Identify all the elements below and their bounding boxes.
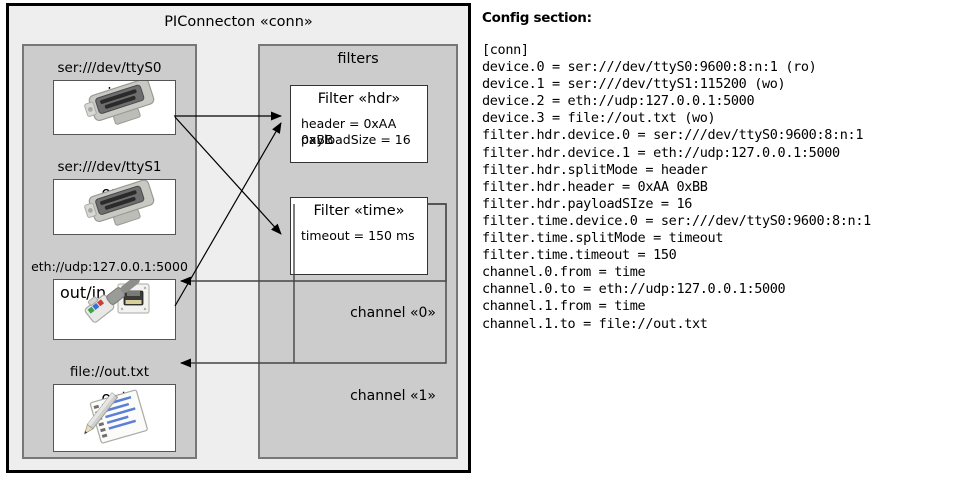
- config-line: [conn]: [482, 42, 529, 58]
- device-label-ttyS0: ser:///dev/ttyS0: [57, 60, 162, 76]
- config-line: device.0 = ser:///dev/ttyS0:9600:8:n:1 (…: [482, 59, 817, 76]
- config-line: channel.0.to = eth://udp:127.0.0.1:5000: [482, 281, 786, 298]
- filter-box-hdr[interactable]: Filter «hdr» header = 0xAA 0xBB payloadS…: [290, 85, 428, 163]
- devices-panel: ser:///dev/ttyS0 in ser:///dev/ttyS1: [22, 44, 197, 459]
- config-line: filter.time.splitMode = timeout: [482, 230, 724, 247]
- filter-time-title: Filter «time»: [313, 203, 405, 219]
- channel-label-0: channel «0»: [350, 305, 436, 321]
- config-lines-container: [conn]device.0 = ser:///dev/ttyS0:9600:8…: [482, 42, 960, 333]
- config-line: filter.hdr.device.1 = eth://udp:127.0.0.…: [482, 144, 840, 161]
- device-label-ttyS1: ser:///dev/ttyS1: [57, 159, 162, 175]
- device-box-file[interactable]: out: [53, 384, 176, 452]
- ethernet-rj45-icon: [84, 280, 150, 323]
- config-line: filter.time.timeout = 150: [482, 247, 677, 264]
- config-line: filter.hdr.device.0 = ser:///dev/ttyS0:9…: [482, 127, 864, 144]
- page-title: PIConnecton «conn»: [164, 14, 313, 30]
- config-section: Config section: [conn]device.0 = ser:///…: [482, 6, 960, 333]
- connector-outer-frame: PIConnecton «conn» ser:///dev/ttyS0 in: [6, 3, 471, 473]
- filter-hdr-prop-payloadsize: payloadSize = 16: [301, 132, 411, 147]
- config-line: channel.1.from = time: [482, 298, 646, 315]
- config-line: filter.hdr.header = 0xAA 0xBB: [482, 178, 708, 195]
- text-file-pencil-icon: [83, 389, 148, 444]
- filter-box-time[interactable]: Filter «time» timeout = 150 ms: [290, 197, 428, 275]
- device-label-file: file://out.txt: [69, 364, 150, 380]
- config-line: filter.time.device.0 = ser:///dev/ttyS0:…: [482, 212, 871, 229]
- filter-time-prop-timeout: timeout = 150 ms: [301, 228, 415, 243]
- config-line: filter.hdr.splitMode = header: [482, 161, 708, 178]
- config-line: device.1 = ser:///dev/ttyS1:115200 (wo): [482, 76, 786, 93]
- filters-panel: filters Filter «hdr» header = 0xAA 0xBB …: [258, 44, 458, 459]
- device-box-eth[interactable]: out/in: [53, 279, 176, 340]
- config-line: channel.0.from = time: [482, 264, 646, 281]
- device-box-ttyS1[interactable]: out: [53, 179, 176, 235]
- filter-hdr-title: Filter «hdr»: [317, 91, 401, 107]
- config-line: device.3 = file://out.txt (wo): [482, 110, 716, 127]
- config-line: device.2 = eth://udp:127.0.0.1:5000: [482, 93, 755, 110]
- config-heading: Config section:: [482, 10, 592, 26]
- channel-label-1: channel «1»: [350, 388, 436, 404]
- filters-panel-title: filters: [337, 51, 379, 67]
- device-box-ttyS0[interactable]: in: [53, 80, 176, 135]
- filter-hdr-prop-header: header = 0xAA 0xBB: [301, 116, 397, 147]
- device-label-eth: eth://udp:127.0.0.1:5000: [31, 259, 188, 274]
- serial-db9-icon: [84, 180, 155, 226]
- config-line: filter.hdr.payloadSIze = 16: [482, 195, 692, 212]
- serial-db9-icon: [84, 81, 155, 125]
- config-line: channel.1.to = file://out.txt: [482, 315, 708, 332]
